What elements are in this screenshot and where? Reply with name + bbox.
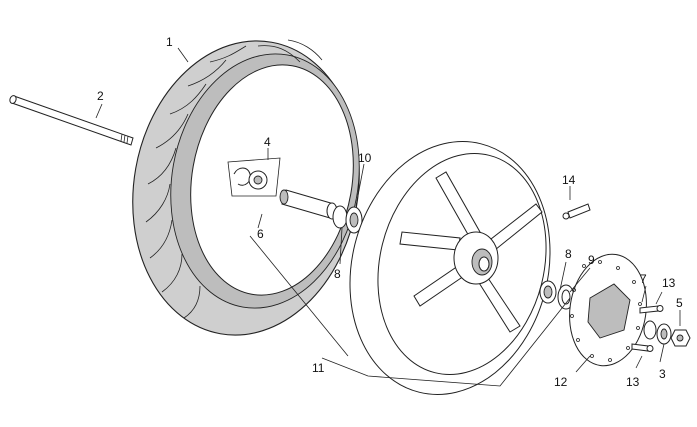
callout-label: 10	[358, 151, 372, 165]
callout-label: 3	[659, 367, 666, 381]
leader-lines	[95, 47, 681, 387]
bearing-left	[332, 205, 363, 234]
bolt-14	[562, 203, 591, 220]
spacer-tube	[279, 189, 338, 220]
callout-label: 14	[562, 173, 576, 187]
callout-label: 4	[264, 135, 271, 149]
callout-label: 7	[640, 272, 647, 286]
bearing-right	[539, 280, 575, 310]
rim-part	[349, 141, 551, 395]
brake-disc-part	[569, 253, 647, 367]
disc-bolts	[631, 305, 664, 352]
spacer-group	[227, 157, 281, 197]
callout-label: 2	[97, 89, 104, 103]
axle-part	[9, 95, 134, 146]
callout-label: 9	[588, 253, 595, 267]
spacer-nut	[643, 320, 691, 347]
tyre-part	[132, 39, 360, 336]
callout-label: 8	[334, 267, 341, 281]
callout-label: 1	[166, 35, 173, 49]
callout-label: 8	[565, 247, 572, 261]
callout-label: 6	[257, 227, 264, 241]
callout-label: 13	[662, 276, 676, 290]
callout-label: 12	[554, 375, 568, 389]
callout-label: 5	[676, 296, 683, 310]
callout-label: 11	[312, 361, 325, 375]
callout-label: 13	[626, 375, 640, 389]
